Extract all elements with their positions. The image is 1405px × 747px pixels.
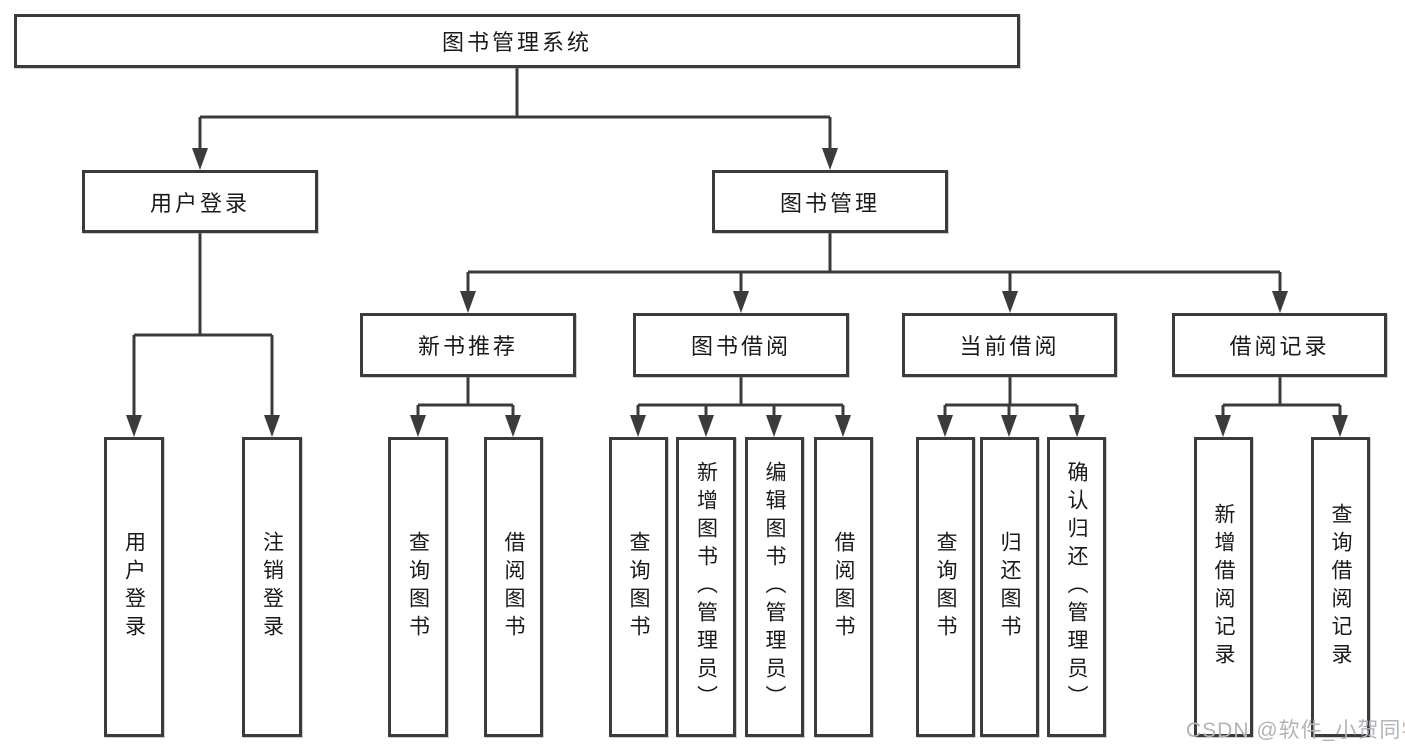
leaf-borrow-books-label: 借阅图书 xyxy=(832,531,855,643)
leaf-add-borrow-record: 新增借阅记录 xyxy=(1194,437,1253,737)
leaf-borrow-books-recommend: 借阅图书 xyxy=(484,437,543,737)
csdn-watermark-text: CSDN @软件_小贺同 xyxy=(1186,719,1402,742)
leaf-logout-label: 注销登录 xyxy=(260,531,284,643)
csdn-watermark-accent: 学 xyxy=(1401,719,1405,742)
leaf-query-books-current: 查询图书 xyxy=(916,437,975,737)
leaf-user-login: 用户登录 xyxy=(104,437,164,737)
node-book-borrowing-label: 图书借阅 xyxy=(690,334,791,359)
node-borrowing-records: 借阅记录 xyxy=(1172,313,1387,377)
leaf-logout: 注销登录 xyxy=(242,437,302,737)
leaf-query-books-recommend-label: 查询图书 xyxy=(406,531,430,643)
leaf-edit-books-admin-label: 编辑图书（管理员） xyxy=(763,461,786,713)
arrowheads xyxy=(126,148,1348,437)
leaf-query-books-borrowing: 查询图书 xyxy=(609,437,668,737)
node-root-library-management-system: 图书管理系统 xyxy=(14,14,1020,68)
node-new-book-recommendation: 新书推荐 xyxy=(360,313,576,377)
node-current-borrowing: 当前借阅 xyxy=(902,313,1117,377)
leaf-edit-books-admin: 编辑图书（管理员） xyxy=(745,437,804,737)
csdn-watermark: CSDN @软件_小贺同学 xyxy=(1186,714,1405,744)
leaf-add-books-admin: 新增图书（管理员） xyxy=(676,437,736,737)
node-root-label: 图书管理系统 xyxy=(441,30,592,55)
leaf-add-borrow-record-label: 新增借阅记录 xyxy=(1212,503,1235,671)
node-borrowing-records-label: 借阅记录 xyxy=(1229,334,1330,359)
leaf-user-login-label: 用户登录 xyxy=(122,531,146,643)
leaf-confirm-return-admin-label: 确认归还（管理员） xyxy=(1065,461,1088,713)
node-book-management: 图书管理 xyxy=(712,170,948,233)
leaf-query-borrow-record-label: 查询借阅记录 xyxy=(1329,503,1352,671)
leaf-query-books-recommend: 查询图书 xyxy=(388,437,448,737)
node-book-management-label: 图书管理 xyxy=(779,190,880,216)
leaf-borrow-books: 借阅图书 xyxy=(814,437,873,737)
leaf-query-books-borrowing-label: 查询图书 xyxy=(627,531,650,643)
leaf-confirm-return-admin: 确认归还（管理员） xyxy=(1047,437,1106,737)
leaf-return-books-label: 归还图书 xyxy=(998,531,1021,643)
leaf-query-borrow-record: 查询借阅记录 xyxy=(1311,437,1370,737)
node-book-borrowing: 图书借阅 xyxy=(633,313,849,377)
node-current-borrowing-label: 当前借阅 xyxy=(959,334,1060,359)
leaf-add-books-admin-label: 新增图书（管理员） xyxy=(694,461,718,713)
leaf-return-books: 归还图书 xyxy=(980,437,1039,737)
node-new-book-recommendation-label: 新书推荐 xyxy=(417,334,518,359)
leaf-borrow-books-recommend-label: 借阅图书 xyxy=(502,531,525,643)
node-user-login: 用户登录 xyxy=(82,170,318,233)
node-user-login-label: 用户登录 xyxy=(149,190,250,216)
leaf-query-books-current-label: 查询图书 xyxy=(934,531,957,643)
